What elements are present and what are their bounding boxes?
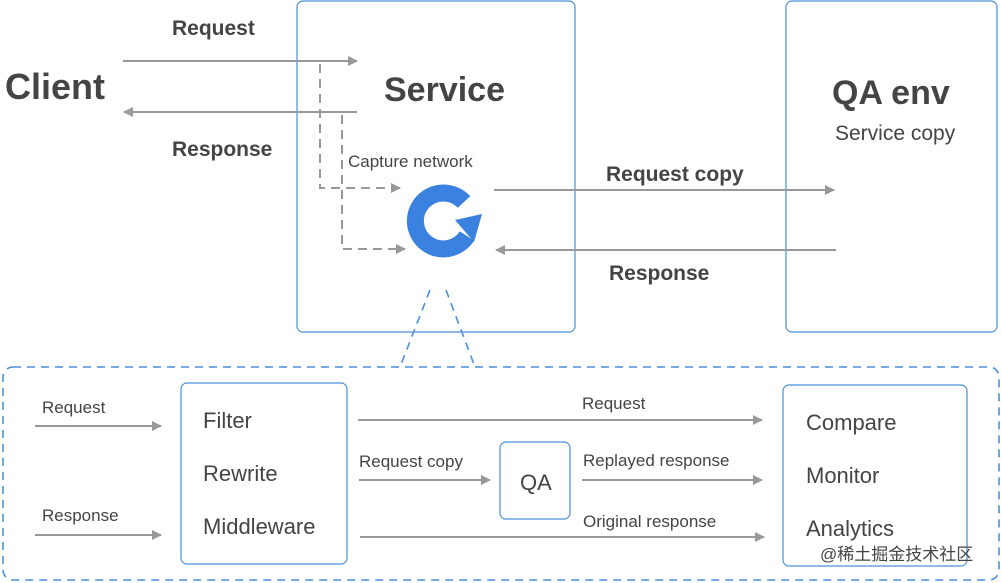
monitor-label: Monitor <box>806 463 879 488</box>
qa-env-box <box>785 0 998 333</box>
qa-box <box>499 441 571 520</box>
rewrite-label: Rewrite <box>203 461 278 486</box>
qa-label: QA <box>520 470 552 495</box>
analytics-label: Analytics <box>806 516 894 541</box>
response-right-label: Response <box>609 262 709 285</box>
capture-dashed-line-1 <box>319 64 401 193</box>
capture-logo-icon <box>406 184 482 258</box>
service-box <box>296 0 576 333</box>
detail-request-copy-label: Request copy <box>359 452 463 471</box>
client-label: Client <box>5 66 105 107</box>
zoom-line-left <box>399 289 431 368</box>
compare-label: Compare <box>806 410 896 435</box>
detail-request-in-label: Request <box>42 398 106 417</box>
zoom-line-right <box>445 289 476 368</box>
watermark: @稀土掘金技术社区 <box>820 545 973 564</box>
filter-label: Filter <box>203 408 252 433</box>
filter-box <box>180 382 348 565</box>
detail-request-out-label: Request <box>582 394 646 413</box>
capture-network-label: Capture network <box>348 152 473 171</box>
service-title: Service <box>384 71 505 109</box>
qa-env-title: QA env <box>832 74 950 112</box>
request-copy-label: Request copy <box>606 163 744 186</box>
detail-response-in-label: Response <box>42 506 119 525</box>
detail-container <box>2 366 1000 581</box>
request-label: Request <box>172 17 255 40</box>
replayed-response-label: Replayed response <box>583 451 729 470</box>
analysis-box <box>782 384 968 567</box>
capture-dashed-line-2 <box>341 115 406 254</box>
middleware-label: Middleware <box>203 514 316 539</box>
original-response-label: Original response <box>583 512 716 531</box>
response-label: Response <box>172 138 272 161</box>
service-copy-label: Service copy <box>835 122 956 145</box>
